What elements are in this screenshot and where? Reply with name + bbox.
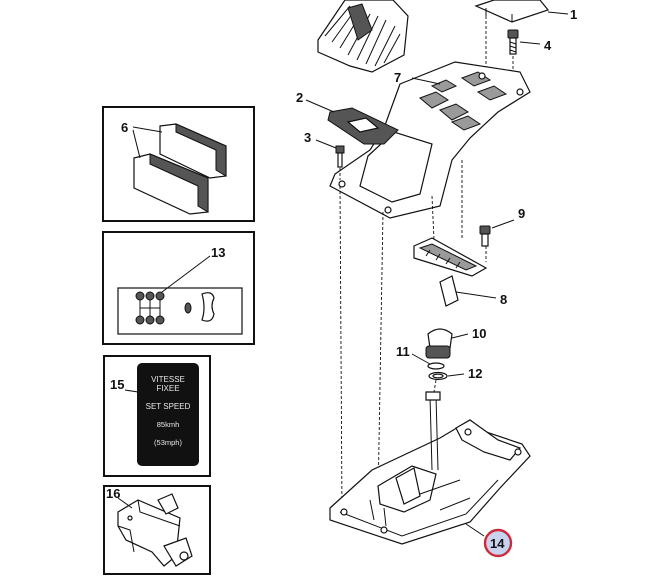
inset-box-16: 16: [103, 485, 211, 575]
callout-1: 1: [570, 7, 577, 22]
part-3-screw: 3: [304, 130, 345, 180]
callout-12: 12: [468, 366, 482, 381]
callout-3: 3: [304, 130, 311, 145]
part-11-washer: 11: [396, 344, 445, 370]
part-8-bracket: 8: [413, 237, 507, 307]
plate-text-1: VITESSE: [151, 375, 185, 384]
plate-text-2: FIXEE: [156, 384, 179, 393]
plate-text-4: 85kmh: [157, 420, 180, 429]
gate-icon: [201, 292, 215, 322]
callout-9: 9: [518, 206, 525, 221]
callout-7: 7: [394, 70, 401, 85]
callout-13: 13: [211, 245, 225, 260]
inset-box-15: VITESSE FIXEE SET SPEED 85kmh (53mph) 15: [103, 355, 211, 477]
part-1-plate: 1: [474, 0, 577, 23]
lever-boot: [317, 0, 409, 73]
part-2-pad: 2: [296, 90, 399, 145]
plate-text-3: SET SPEED: [146, 402, 191, 411]
callout-4: 4: [544, 38, 552, 53]
part-4-bolt: 4: [507, 29, 552, 55]
callout-10: 10: [472, 326, 486, 341]
plate-text-5: (53mph): [154, 438, 182, 447]
part-12-oring: 12: [428, 366, 482, 381]
part-10-knob: 10: [425, 326, 486, 359]
part-9-bolt: 9: [479, 206, 525, 247]
part-7-console-frame: 7: [329, 61, 531, 219]
callout-2: 2: [296, 90, 303, 105]
highlight-circle-14[interactable]: [483, 528, 513, 558]
callout-8: 8: [500, 292, 507, 307]
inset-box-13: 13: [102, 231, 255, 345]
set-speed-plate: [137, 363, 199, 466]
inset-box-6: 6: [102, 106, 255, 222]
callout-16: 16: [106, 486, 120, 501]
callout-15: 15: [110, 377, 124, 392]
part-14-base-tray: 14: [329, 391, 531, 558]
callout-6: 6: [121, 120, 128, 135]
shift-pattern-icon: [135, 291, 165, 325]
dot-icon: [184, 302, 192, 314]
callout-14: 14: [490, 536, 505, 551]
callout-11: 11: [396, 344, 410, 359]
